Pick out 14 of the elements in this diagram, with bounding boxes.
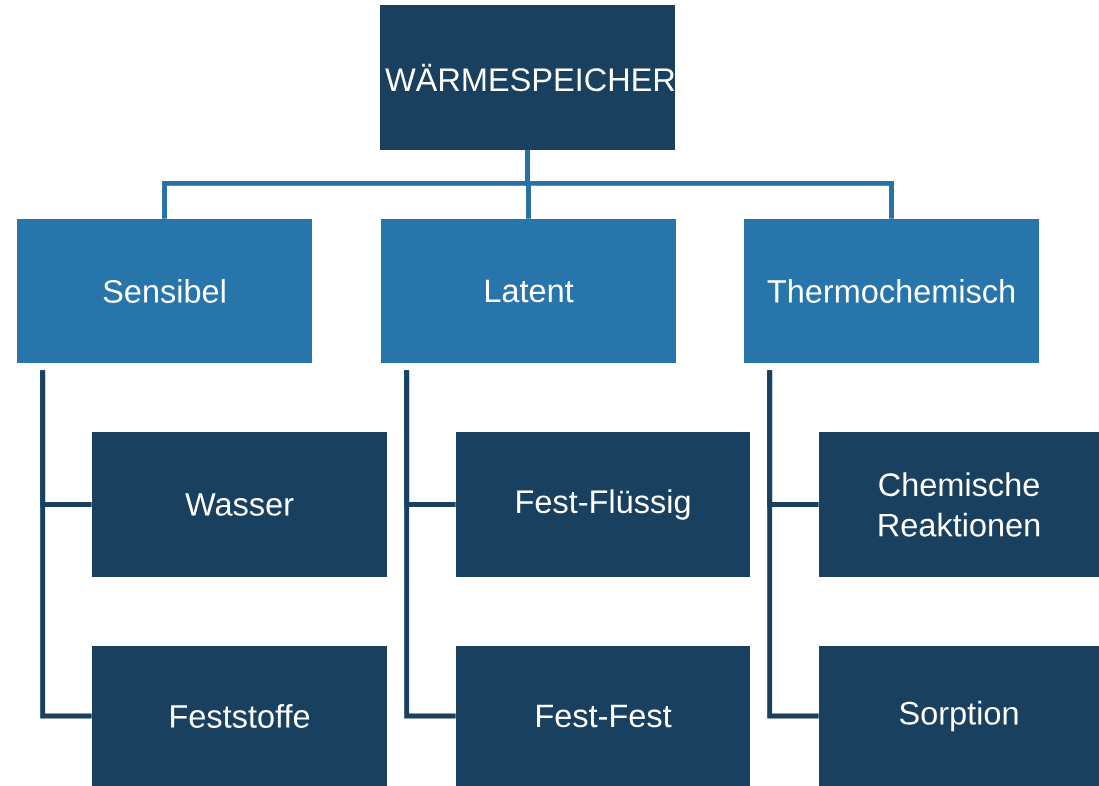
connector-line bbox=[525, 150, 894, 219]
type-box: Sorption bbox=[819, 646, 1099, 786]
category-box: Thermochemisch bbox=[744, 219, 1039, 363]
type-box: Fest-Flüssig bbox=[456, 432, 750, 577]
type-box: Wasser bbox=[92, 432, 387, 577]
type-box: Chemische Reaktionen bbox=[819, 432, 1099, 577]
category-box: Latent bbox=[381, 219, 676, 363]
type-box: Fest-Fest bbox=[456, 646, 750, 786]
connector-line bbox=[40, 370, 92, 719]
connector-line bbox=[767, 370, 819, 719]
category-box: WÄRMESPEICHER bbox=[380, 5, 675, 150]
connector-line bbox=[404, 370, 456, 719]
category-box: Sensibel bbox=[17, 219, 312, 363]
type-box: Feststoffe bbox=[92, 646, 387, 786]
